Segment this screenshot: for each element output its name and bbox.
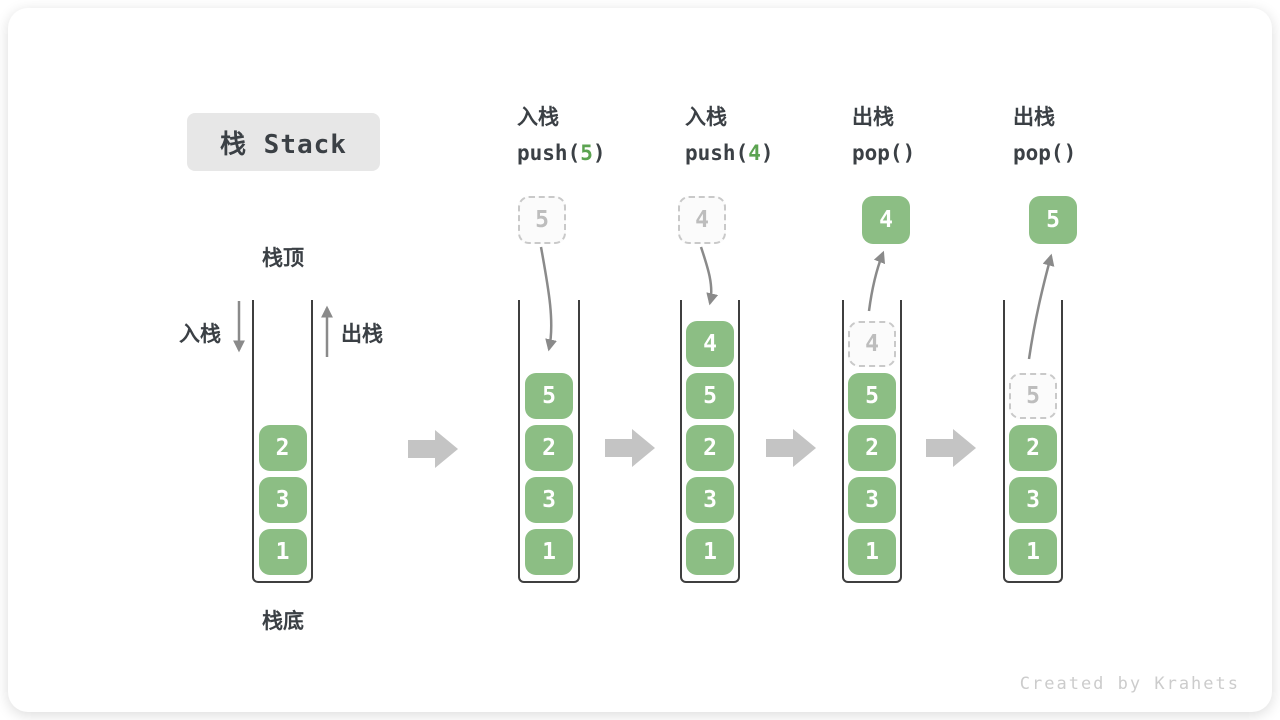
incoming-value-box: 4 [678, 196, 726, 244]
stack-block: 5 [686, 373, 734, 419]
stack-container-initial: 2 3 1 [252, 300, 313, 583]
op-code-label: pop() [852, 141, 916, 165]
stack-container-after-pop-4: 4 5 2 3 1 [842, 300, 902, 583]
op-cjk-label: 入栈 [685, 106, 727, 129]
op-cjk-label: 入栈 [517, 106, 559, 129]
stack-block: 5 [848, 373, 896, 419]
op-arg: 5 [580, 141, 593, 165]
stack-block: 3 [525, 477, 573, 523]
op-code-label: push(5) [517, 141, 606, 165]
title-badge: 栈 Stack [187, 113, 380, 171]
op-code-label: push(4) [685, 141, 774, 165]
stack-block: 2 [686, 425, 734, 471]
stack-block: 1 [848, 529, 896, 575]
stack-container-after-push-4: 4 5 2 3 1 [680, 300, 740, 583]
op-label-push-5: 入栈 push(5) [517, 104, 606, 167]
op-label-push-4: 入栈 push(4) [685, 104, 774, 167]
stack-block: 5 [525, 373, 573, 419]
ghost-slot: 5 [1009, 373, 1057, 419]
stack-container-after-pop-5: 5 2 3 1 [1003, 300, 1063, 583]
op-cjk-label: 出栈 [852, 106, 894, 129]
next-state-arrow-icon [605, 429, 655, 467]
next-state-arrow-icon [408, 430, 458, 468]
stack-block: 1 [1009, 529, 1057, 575]
title-text: 栈 Stack [220, 129, 347, 160]
stack-container-after-push-5: 5 2 3 1 [518, 300, 580, 583]
stack-block: 1 [258, 529, 307, 575]
popped-value-box: 4 [862, 196, 910, 244]
watermark: Created by Krahets [1019, 674, 1240, 694]
stack-block: 2 [525, 425, 573, 471]
op-arg: 4 [748, 141, 761, 165]
popped-value-box: 5 [1029, 196, 1077, 244]
op-cjk-label: 出栈 [1013, 106, 1055, 129]
stack-block: 1 [686, 529, 734, 575]
stack-block: 3 [686, 477, 734, 523]
stack-block: 2 [258, 425, 307, 471]
push-4-arrow-icon [699, 246, 719, 306]
stack-bottom-label: 栈底 [262, 610, 304, 633]
stack-block: 1 [525, 529, 573, 575]
stack-block: 3 [848, 477, 896, 523]
stack-block: 3 [258, 477, 307, 523]
push-direction-label: 入栈 [179, 323, 221, 346]
next-state-arrow-icon [766, 429, 816, 467]
stack-block: 3 [1009, 477, 1057, 523]
ghost-slot: 4 [848, 321, 896, 367]
op-label-pop-1: 出栈 pop() [852, 104, 915, 167]
op-code-label: pop() [1013, 141, 1077, 165]
stack-block: 2 [848, 425, 896, 471]
next-state-arrow-icon [926, 429, 976, 467]
stack-block: 2 [1009, 425, 1057, 471]
pop-direction-label: 出栈 [341, 323, 383, 346]
stack-top-label: 栈顶 [262, 247, 304, 270]
incoming-value-box: 5 [518, 196, 566, 244]
stack-block: 4 [686, 321, 734, 367]
diagram-card: 栈 Stack 入栈 push(5) 入栈 push(4) 出栈 pop() 出… [8, 8, 1272, 712]
op-label-pop-2: 出栈 pop() [1013, 104, 1076, 167]
